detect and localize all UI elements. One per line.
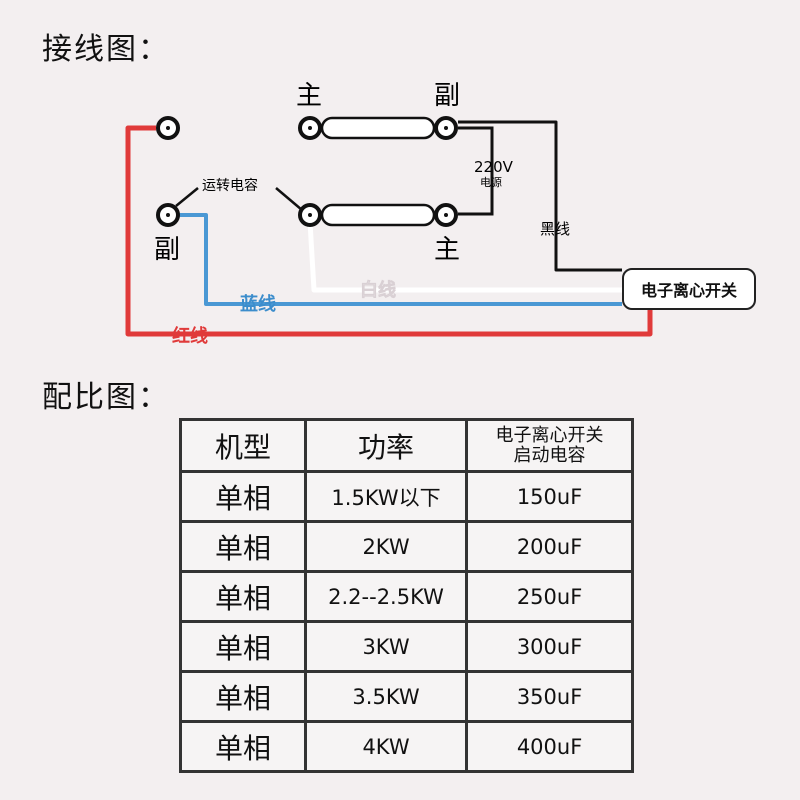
terminal-main-bottom-left (298, 203, 322, 227)
cell-model: 单相 (179, 720, 307, 773)
cell-power: 3KW (303, 620, 469, 673)
cell-capacitor: 300uF (465, 620, 634, 673)
table-row: 单相 1.5KW以下 150uF (179, 470, 634, 523)
capacitor-lead-right (275, 187, 303, 211)
cell-model: 单相 (179, 520, 307, 573)
label-aux-left: 副 (154, 235, 180, 265)
table-row: 单相 3KW 300uF (179, 620, 634, 673)
centrifugal-switch-box: 电子离心开关 (622, 268, 756, 310)
cell-power: 4KW (303, 720, 469, 773)
header-capacitor-line2: 启动电容 (513, 444, 586, 466)
ratio-table: 机型 功率 电子离心开关 启动电容 单相 1.5KW以下 150uF 单相 2K… (179, 418, 634, 773)
header-power: 功率 (303, 418, 469, 473)
white-wire (307, 221, 622, 293)
ratio-heading: 配比图： (42, 380, 170, 415)
cell-model: 单相 (179, 620, 307, 673)
capacitor-lead-left (175, 187, 199, 207)
label-main-top: 主 (296, 81, 322, 111)
label-power-source: 电源 (480, 175, 502, 189)
red-wire (125, 125, 653, 337)
cell-capacitor: 400uF (465, 720, 634, 773)
header-model: 机型 (179, 418, 307, 473)
table-row: 单相 2.2--2.5KW 250uF (179, 570, 634, 623)
cell-power: 1.5KW以下 (303, 470, 469, 523)
label-red-wire: 红线 (172, 325, 208, 347)
label-run-capacitor: 运转电容 (202, 177, 258, 194)
cell-capacitor: 150uF (465, 470, 634, 523)
header-capacitor-line1: 电子离心开关 (495, 424, 604, 446)
wiring-heading: 接线图： (42, 32, 170, 67)
main-winding-bottom (320, 203, 436, 227)
table-header-row: 机型 功率 电子离心开关 启动电容 (179, 418, 634, 473)
cell-power: 3.5KW (303, 670, 469, 723)
cell-power: 2KW (303, 520, 469, 573)
terminal-aux-bottom-left (156, 203, 180, 227)
main-winding-top (320, 116, 436, 140)
label-main-bottom: 主 (434, 235, 460, 265)
black-wire (458, 120, 622, 272)
cell-model: 单相 (179, 670, 307, 723)
cell-capacitor: 200uF (465, 520, 634, 573)
cell-model: 单相 (179, 470, 307, 523)
table-row: 单相 4KW 400uF (179, 720, 634, 773)
terminal-main-bottom-right (434, 203, 458, 227)
terminal-main-top-left (298, 116, 322, 140)
label-black-wire: 黑线 (540, 220, 570, 238)
cell-capacitor: 350uF (465, 670, 634, 723)
table-row: 单相 3.5KW 350uF (179, 670, 634, 723)
terminal-aux-top-left (156, 116, 180, 140)
wiring-diagram: 主 副 副 主 运转电容 220V 电源 黑线 白线 蓝线 红线 (125, 81, 653, 347)
blue-wire (172, 213, 622, 306)
label-blue-wire: 蓝线 (240, 293, 276, 315)
label-voltage: 220V (474, 158, 514, 176)
terminal-aux-top-right (434, 116, 458, 140)
header-capacitor: 电子离心开关 启动电容 (465, 418, 634, 473)
cell-capacitor: 250uF (465, 570, 634, 623)
label-aux-top: 副 (434, 81, 460, 111)
label-white-wire: 白线 (360, 279, 396, 301)
table-row: 单相 2KW 200uF (179, 520, 634, 573)
cell-power: 2.2--2.5KW (303, 570, 469, 623)
supply-wire (458, 126, 494, 216)
cell-model: 单相 (179, 570, 307, 623)
